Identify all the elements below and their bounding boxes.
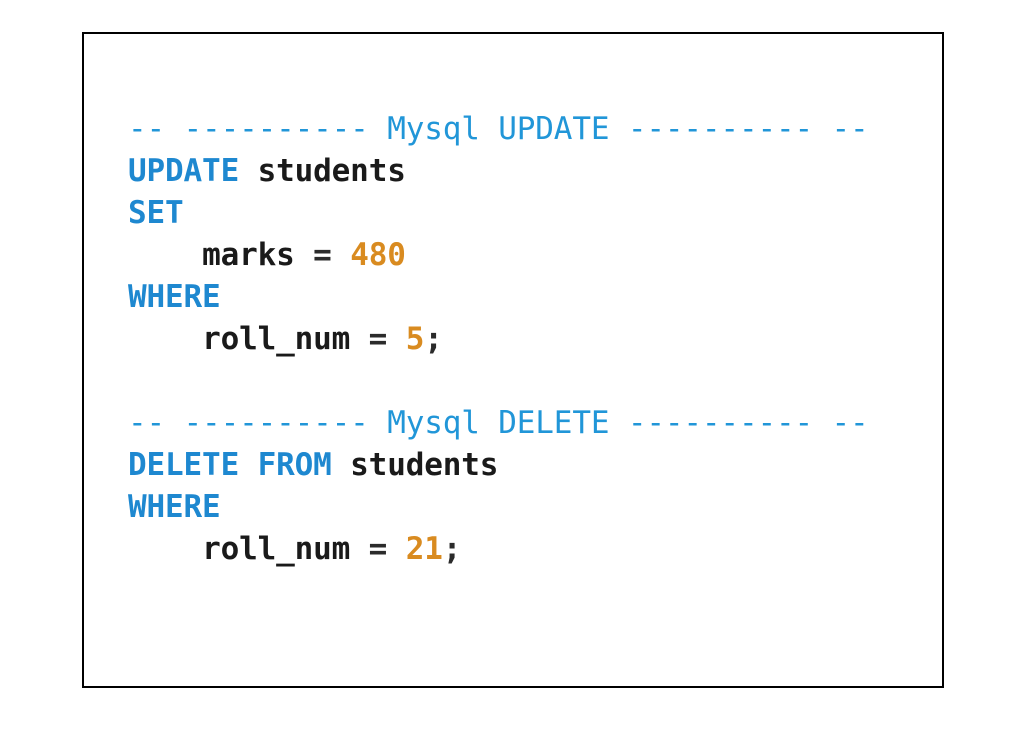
- code-token-number: 5: [405, 321, 425, 357]
- code-line: WHERE: [128, 486, 869, 528]
- code-line: UPDATE students: [128, 150, 869, 192]
- code-line: SET: [128, 192, 869, 234]
- code-token-plain: [128, 321, 202, 357]
- code-token-op: =: [350, 321, 406, 357]
- code-token-plain: [332, 447, 351, 483]
- code-token-keyword: WHERE: [128, 279, 221, 315]
- code-token-plain: [239, 153, 258, 189]
- code-token-keyword: SET: [128, 195, 184, 231]
- code-token-keyword: UPDATE: [128, 153, 240, 189]
- code-token-comment: -- ---------- Mysql UPDATE ---------- --: [128, 111, 869, 147]
- code-token-ident: students: [350, 447, 499, 483]
- code-listing[interactable]: -- ---------- Mysql UPDATE ---------- --…: [128, 108, 869, 570]
- code-line: -- ---------- Mysql UPDATE ---------- --: [128, 108, 869, 150]
- code-token-op: =: [350, 531, 406, 567]
- code-line: WHERE: [128, 276, 869, 318]
- code-token-plain: [128, 237, 202, 273]
- code-token-ident: students: [257, 153, 406, 189]
- code-line: roll_num = 5;: [128, 318, 869, 360]
- code-token-punct: ;: [442, 531, 462, 567]
- code-token-ident: roll_num: [202, 321, 351, 357]
- code-token-punct: ;: [424, 321, 443, 357]
- code-token-op: =: [294, 237, 351, 273]
- code-token-plain: [128, 531, 202, 567]
- code-token-keyword: WHERE: [128, 489, 221, 525]
- code-token-keyword: DELETE FROM: [128, 447, 332, 483]
- code-line: marks = 480: [128, 234, 869, 276]
- code-token-ident: roll_num: [202, 531, 351, 567]
- code-line: -- ---------- Mysql DELETE ---------- --: [128, 402, 869, 444]
- code-line: roll_num = 21;: [128, 528, 869, 570]
- code-line: DELETE FROM students: [128, 444, 869, 486]
- code-token-number: 480: [350, 237, 406, 273]
- code-token-number: 21: [405, 531, 443, 567]
- code-token-comment: -- ---------- Mysql DELETE ---------- --: [128, 405, 869, 441]
- code-snippet-box: -- ---------- Mysql UPDATE ---------- --…: [82, 32, 944, 688]
- code-token-ident: marks: [202, 237, 295, 273]
- code-line: [128, 360, 869, 402]
